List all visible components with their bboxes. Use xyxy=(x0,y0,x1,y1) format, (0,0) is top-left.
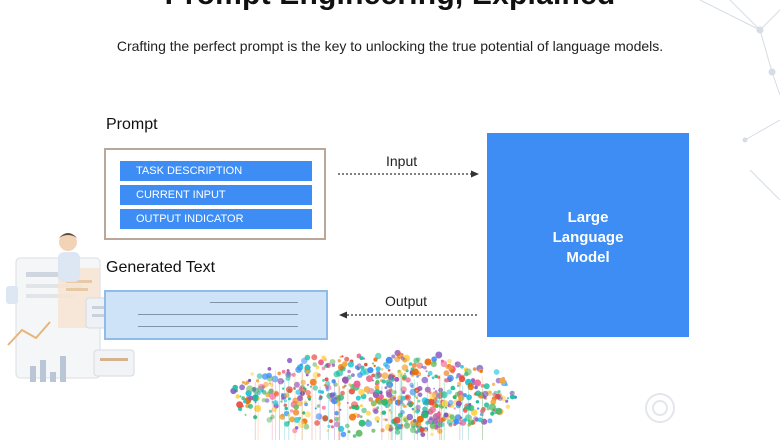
page-title: Prompt Engineering, Explained xyxy=(0,0,780,12)
generated-text-label: Generated Text xyxy=(106,259,216,276)
prompt-item-output-indicator: OUTPUT INDICATOR xyxy=(120,209,312,229)
output-arrow-label: Output xyxy=(385,293,428,309)
output-arrow xyxy=(339,311,478,319)
generated-text-line xyxy=(138,314,298,315)
large-language-model-box: Large Language Model xyxy=(487,133,689,337)
generated-text-line xyxy=(210,302,298,303)
generated-text-line xyxy=(138,326,298,327)
prompt-item-task-description: TASK DESCRIPTION xyxy=(120,161,312,181)
prompt-label: Prompt xyxy=(106,116,158,133)
prompt-box: TASK DESCRIPTION CURRENT INPUT OUTPUT IN… xyxy=(104,148,326,240)
input-arrow-label: Input xyxy=(386,153,418,169)
large-language-model-label: Large Language Model xyxy=(552,209,624,266)
dotted-circle-decoration xyxy=(645,393,675,423)
generated-text-box xyxy=(104,290,328,340)
page-subtitle: Crafting the perfect prompt is the key t… xyxy=(116,38,664,54)
particle-cloud-decoration xyxy=(230,349,518,440)
input-arrow xyxy=(338,170,479,178)
prompt-item-current-input: CURRENT INPUT xyxy=(120,185,312,205)
network-pattern xyxy=(699,0,780,201)
